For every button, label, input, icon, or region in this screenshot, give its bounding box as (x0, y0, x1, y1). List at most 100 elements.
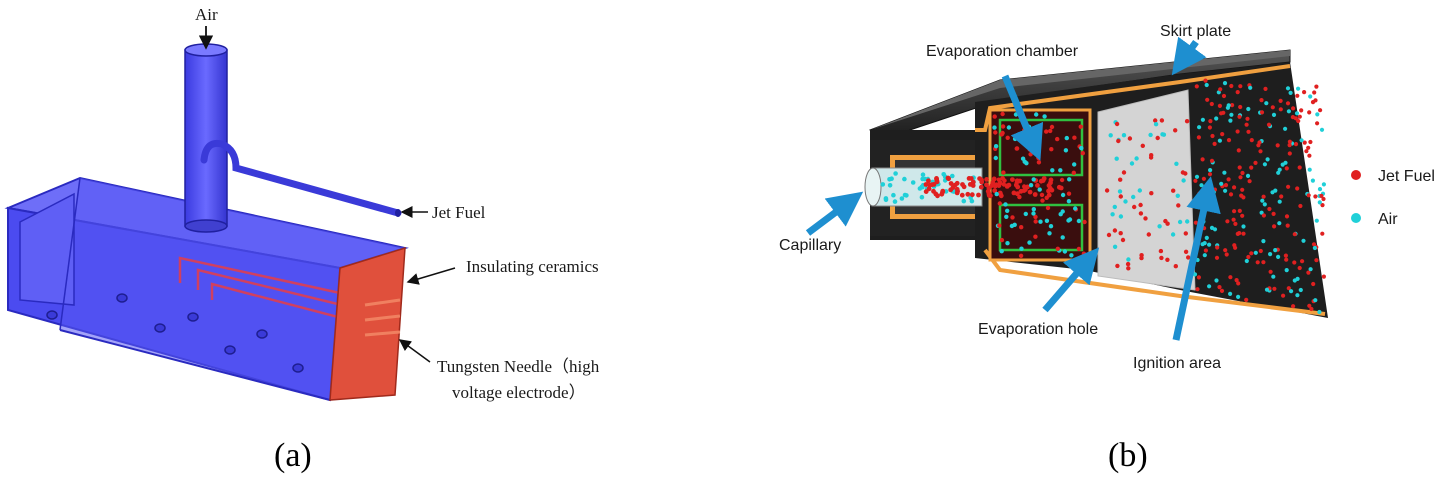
particle (1315, 121, 1320, 126)
particle (1262, 162, 1267, 167)
particle (1266, 122, 1272, 127)
particle (1139, 255, 1144, 261)
particle (887, 183, 893, 188)
particle (950, 173, 955, 179)
particle (1297, 165, 1302, 170)
particle (1307, 110, 1312, 115)
particle (1287, 143, 1292, 148)
label-ignition-area: Ignition area (1133, 355, 1221, 372)
particle (1112, 244, 1118, 249)
particle (1010, 215, 1015, 220)
particle (1148, 155, 1154, 160)
particle (994, 191, 999, 197)
particle (1314, 218, 1319, 223)
particle (1313, 194, 1318, 199)
particle (1293, 142, 1299, 147)
particle (940, 188, 946, 194)
legend-swatch-jet-fuel (1351, 170, 1361, 180)
particle (1293, 116, 1298, 121)
particle (1036, 155, 1041, 161)
particle (1223, 248, 1228, 253)
particle (1040, 198, 1045, 203)
particle (1262, 202, 1267, 207)
particle (1264, 287, 1270, 292)
particle (1308, 267, 1313, 272)
particle (996, 177, 1001, 182)
particle (1120, 237, 1126, 243)
particle (1275, 143, 1280, 148)
caption-a: (a) (274, 437, 312, 474)
particle (1148, 132, 1153, 138)
particle (1044, 129, 1049, 134)
particle (1219, 111, 1224, 116)
particle (1245, 116, 1250, 121)
particle (1203, 78, 1208, 83)
particle (1219, 288, 1225, 293)
particle (1207, 172, 1213, 177)
particle (1276, 254, 1281, 259)
particle (1207, 242, 1212, 247)
particle (1209, 101, 1214, 107)
particle (1284, 166, 1289, 171)
particle (1208, 168, 1213, 173)
particle (948, 187, 954, 193)
particle (1055, 136, 1060, 142)
particle (1317, 200, 1322, 205)
particle (992, 125, 997, 130)
particle (954, 180, 960, 186)
particle (902, 176, 907, 182)
particle (1159, 118, 1165, 123)
particle (1317, 187, 1323, 192)
particle (968, 176, 974, 181)
particle (1194, 174, 1200, 179)
particle (984, 177, 989, 182)
particle (1298, 287, 1303, 293)
particle (1027, 240, 1032, 245)
particle (926, 178, 931, 184)
particle (1019, 246, 1024, 251)
particle (1321, 182, 1326, 187)
particle (1222, 170, 1227, 175)
particle (993, 130, 998, 135)
particle (1310, 178, 1315, 183)
particle (1283, 126, 1288, 131)
reactor-box (4, 176, 409, 402)
label-evaporation-hole: Evaporation hole (978, 321, 1098, 338)
particle (934, 179, 940, 185)
particle (1240, 170, 1245, 176)
particle (1211, 190, 1216, 195)
particle (1245, 173, 1251, 178)
particle (1137, 188, 1143, 193)
jet-fuel-pipe (200, 139, 402, 217)
particle (1285, 101, 1291, 106)
particle (1117, 189, 1123, 194)
particle (992, 114, 997, 119)
particle (1149, 191, 1154, 196)
particle (1214, 278, 1219, 283)
particle (1232, 209, 1237, 214)
panel-b-diagram: Evaporation chamber Skirt plate Capillar… (779, 23, 1435, 474)
particle (1253, 250, 1258, 255)
particle (1186, 255, 1191, 260)
particle (1118, 194, 1124, 199)
particle (1295, 93, 1300, 98)
particle (992, 188, 998, 194)
particle (1291, 106, 1296, 111)
particle (1209, 158, 1215, 163)
particle (1214, 255, 1220, 260)
particle (1045, 205, 1051, 211)
particle (1260, 198, 1265, 203)
particle (1278, 107, 1283, 112)
particle (1267, 206, 1272, 212)
particle (1247, 179, 1252, 184)
particle (1207, 284, 1212, 289)
label-jet-fuel: Jet Fuel (432, 203, 486, 222)
particle (1244, 122, 1249, 127)
particle (1033, 219, 1038, 224)
particle (977, 176, 982, 182)
particle (1171, 188, 1176, 193)
particle (1228, 291, 1233, 296)
particle (1028, 152, 1033, 157)
particle (1296, 86, 1301, 91)
